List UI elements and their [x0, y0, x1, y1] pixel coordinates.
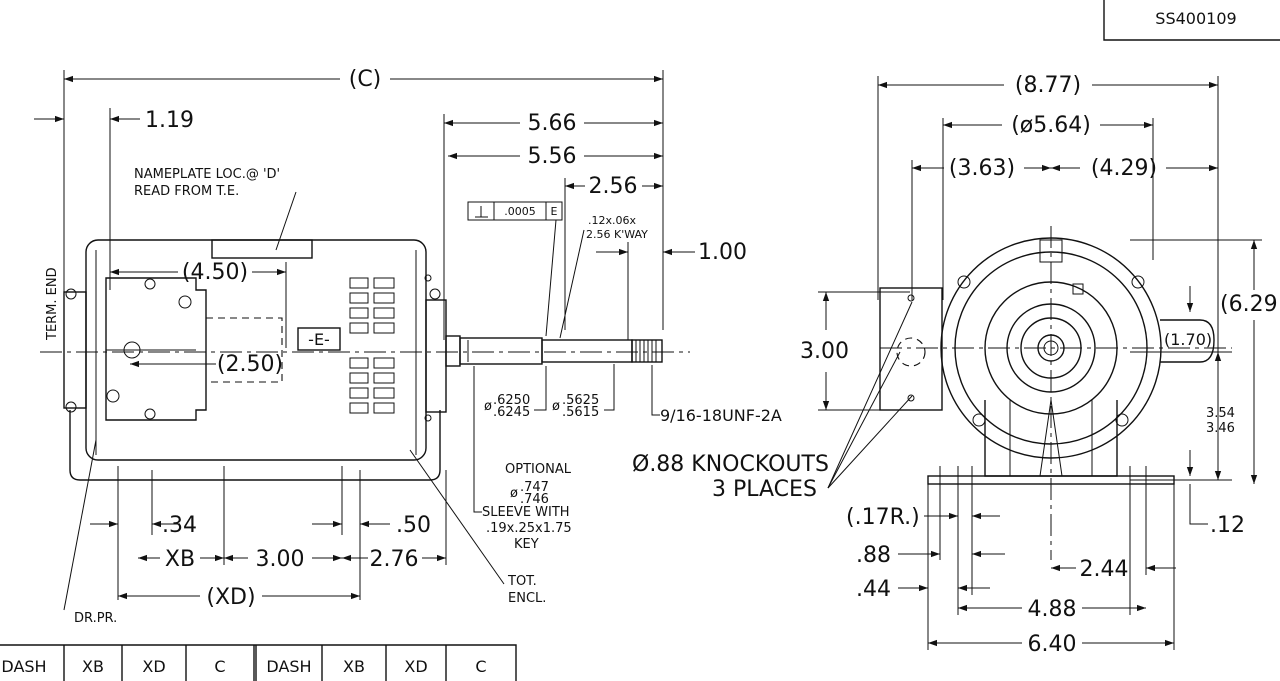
dim-6-29: (6.29 — [1220, 292, 1278, 317]
rear-flange — [63, 291, 87, 409]
thread-spec: 9/16-18UNF-2A — [660, 406, 782, 425]
dim-1-19: 1.19 — [145, 108, 194, 133]
dim-34: .34 — [162, 513, 197, 538]
dim-8-77: (8.77) — [1015, 73, 1081, 98]
svg-text:ø: ø — [484, 399, 492, 414]
table-header: XB — [82, 657, 104, 676]
side-view: (C) 1.19 5.66 5.56 2.56 1.00 NAMEPLATE L… — [34, 67, 782, 626]
drain-plug-label: DR.PR. — [74, 611, 117, 626]
nameplate-note-2: READ FROM T.E. — [134, 184, 239, 199]
dim-1-70: (1.70) — [1164, 330, 1212, 349]
dim-5-64: (ø5.64) — [1011, 113, 1091, 138]
shaft — [445, 335, 663, 367]
dim-2-50: (2.50) — [217, 352, 283, 377]
dim-2-56: 2.56 — [589, 174, 638, 199]
dim-4-29: (4.29) — [1091, 156, 1157, 181]
dim-3-00: 3.00 — [256, 547, 305, 572]
keyway-note-1: .12x.06x — [588, 214, 636, 227]
vent-grille — [349, 277, 395, 414]
dim-50: .50 — [396, 513, 431, 538]
conduit-box — [105, 277, 207, 421]
part-number: SS400109 — [1155, 9, 1236, 28]
dim-xd: (XD) — [206, 585, 255, 610]
dim-3-46: 3.46 — [1206, 421, 1235, 436]
dim-c: (C) — [349, 67, 382, 92]
datum-e: -E- — [308, 330, 330, 349]
dimension-table: DASH XB XD C DASH XB XD C — [0, 644, 517, 681]
shaft-dia-1-bot: .6245 — [493, 405, 530, 420]
svg-text:.0005: .0005 — [504, 205, 536, 218]
part-number-box: SS400109 — [1103, 0, 1280, 41]
base-frame — [69, 410, 441, 481]
dim-1-00: 1.00 — [698, 240, 747, 265]
dim-5-56: 5.56 — [528, 144, 577, 169]
dim-44: .44 — [856, 577, 891, 602]
shaft-dia-1-top: .6250 — [493, 393, 530, 408]
dim-2-44: 2.44 — [1080, 557, 1129, 582]
nameplate-note-1: NAMEPLATE LOC.@ 'D' — [134, 167, 280, 182]
term-end-label: TERM. END — [45, 267, 60, 341]
dim-2-76: 2.76 — [370, 547, 419, 572]
dim-xb: XB — [165, 547, 195, 572]
dim-3-00-end: 3.00 — [800, 339, 849, 364]
table-header: XD — [142, 657, 165, 676]
dim-12: .12 — [1210, 513, 1245, 538]
svg-text:ø: ø — [552, 399, 560, 414]
dim-17r: (.17R.) — [846, 505, 920, 530]
end-view: (8.77) (ø5.64) (3.63) (4.29) (6.29 3.00 — [632, 73, 1278, 657]
sleeve-note-2: .19x.25x1.75 — [486, 521, 572, 536]
table-header: DASH — [1, 657, 46, 676]
sleeve-note-1: SLEEVE WITH — [482, 505, 570, 520]
dim-4-88: 4.88 — [1028, 597, 1077, 622]
keyway-note-2: 2.56 K'WAY — [586, 228, 648, 241]
shaft-dia-2-top: .5625 — [562, 393, 599, 408]
dim-6-40: 6.40 — [1028, 632, 1077, 657]
dim-4-50: (4.50) — [182, 260, 248, 285]
knockouts-note-2: 3 PLACES — [712, 477, 817, 502]
tot-encl-2: ENCL. — [508, 591, 546, 606]
conduit-box-end — [879, 287, 943, 411]
svg-text:E: E — [551, 205, 558, 218]
dim-5-66: 5.66 — [528, 111, 577, 136]
front-flange — [425, 299, 447, 413]
table-header: XD — [404, 657, 427, 676]
dim-88: .88 — [856, 543, 891, 568]
table-header: C — [475, 657, 486, 676]
tot-encl-1: TOT. — [507, 574, 537, 589]
table-header: XB — [343, 657, 365, 676]
table-header: C — [214, 657, 225, 676]
shaft-dia-2-bot: .5615 — [562, 405, 599, 420]
svg-text:.746: .746 — [520, 492, 549, 507]
sleeve-note-3: KEY — [514, 537, 539, 552]
svg-text:ø: ø — [510, 486, 518, 501]
optional-label: OPTIONAL — [505, 462, 572, 477]
dim-3-63: (3.63) — [949, 156, 1015, 181]
dim-3-54: 3.54 — [1206, 406, 1235, 421]
tolerance-frame: .0005 E — [467, 201, 563, 337]
svg-text:.747: .747 — [520, 480, 549, 495]
knockouts-note-1: Ø.88 KNOCKOUTS — [632, 452, 829, 477]
table-header: DASH — [266, 657, 311, 676]
nameplate — [211, 239, 313, 259]
